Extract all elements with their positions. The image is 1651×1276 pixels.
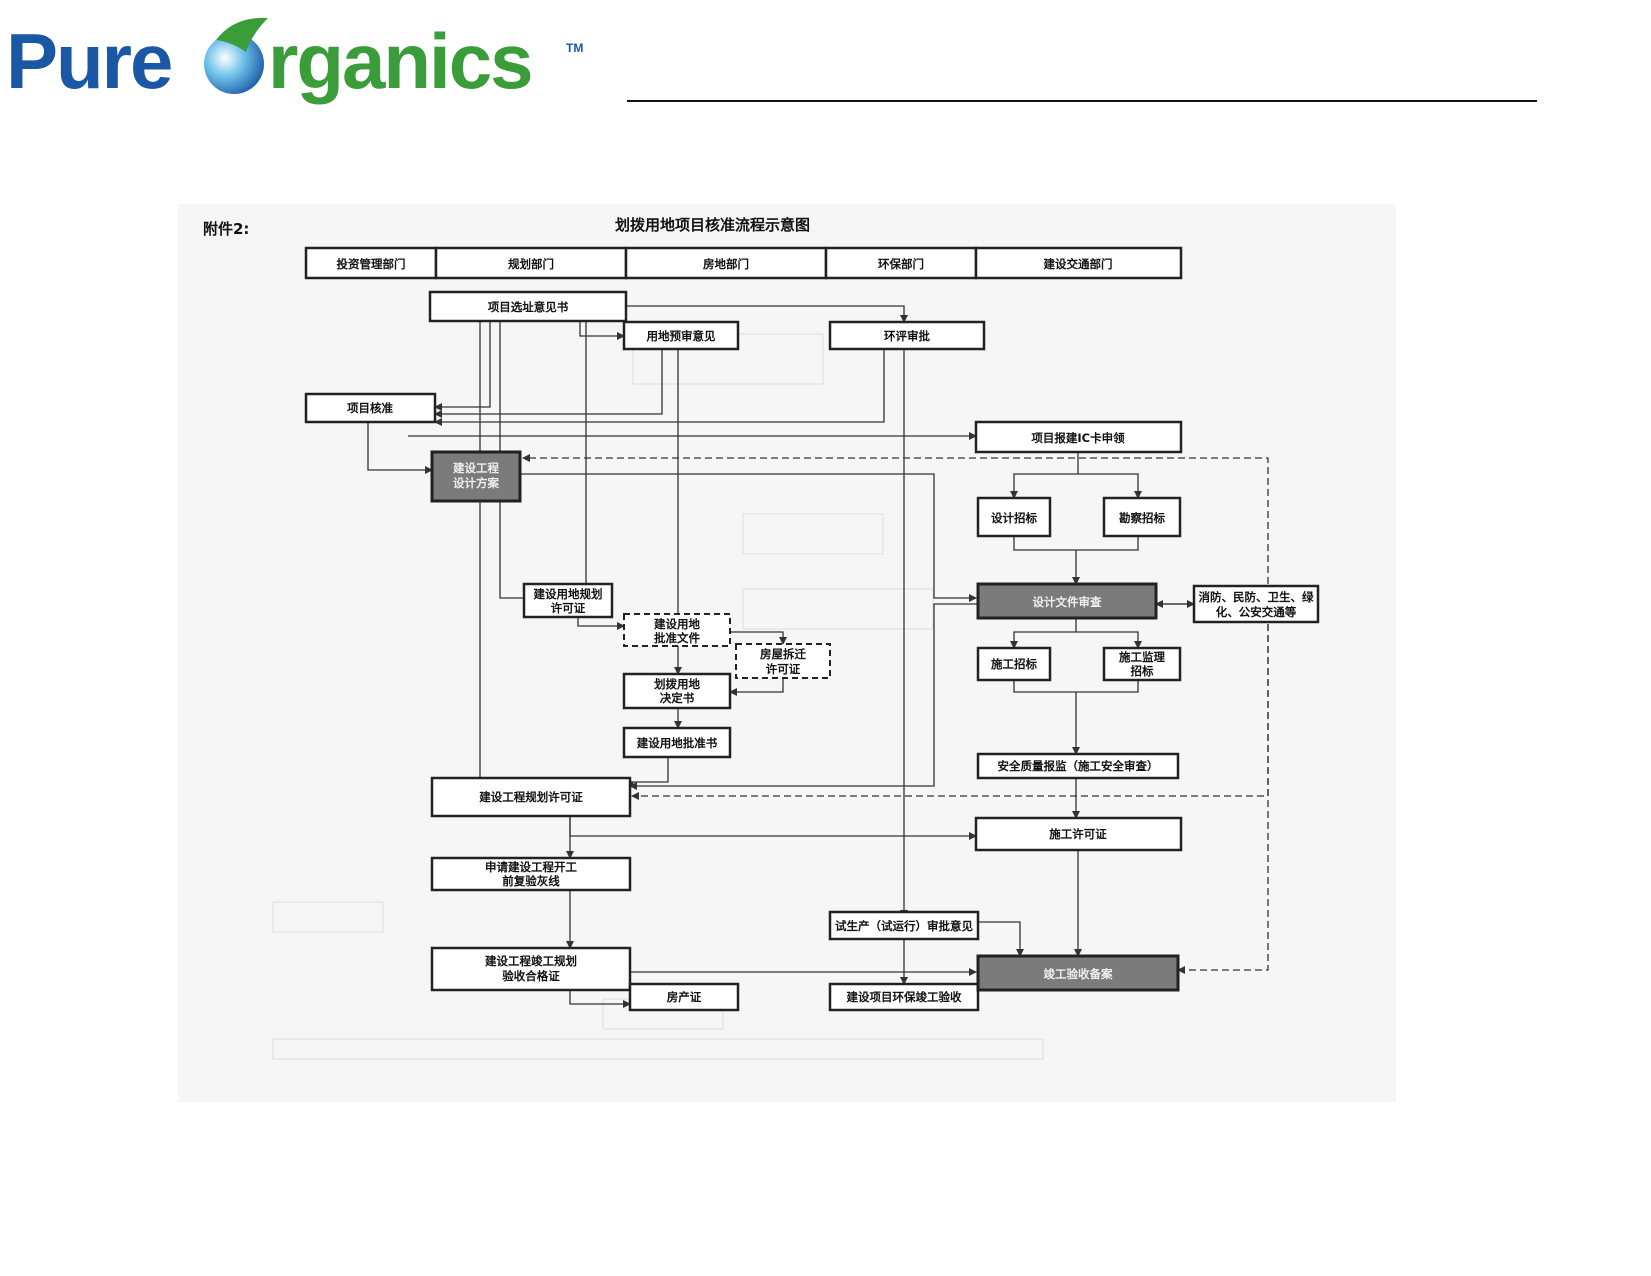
- node-design-scheme: 建设工程 设计方案: [430, 450, 522, 503]
- svg-text:建设用地批准书: 建设用地批准书: [637, 736, 718, 750]
- node-pre-start-check: 申请建设工程开工 前复验灰线: [430, 856, 632, 892]
- svg-text:竣工验收备案: 竣工验收备案: [1044, 967, 1113, 981]
- svg-text:试生产（试运行）审批意见: 试生产（试运行）审批意见: [835, 919, 973, 933]
- node-survey-bidding: 勘察招标: [1102, 496, 1182, 538]
- svg-text:建设用地: 建设用地: [654, 617, 700, 631]
- svg-text:划拨用地: 划拨用地: [654, 677, 700, 691]
- diagram-title: 划拨用地项目核准流程示意图: [615, 216, 810, 234]
- flow-edges: [367, 305, 1269, 1008]
- node-design-doc-review: 设计文件审查: [976, 582, 1158, 620]
- node-safety-quality: 安全质量报监（施工安全审查）: [976, 752, 1180, 780]
- node-ic-card: 项目报建IC卡申领: [974, 420, 1183, 454]
- svg-text:房产证: 房产证: [667, 990, 702, 1004]
- svg-text:环评审批: 环评审批: [884, 329, 930, 343]
- node-land-approval-doc: 建设用地 批准文件: [623, 613, 731, 647]
- svg-text:施工监理: 施工监理: [1119, 650, 1165, 664]
- node-land-pre-review: 用地预审意见: [622, 320, 740, 351]
- node-completion-planning: 建设工程竣工规划 验收合格证: [430, 946, 632, 992]
- svg-text:勘察招标: 勘察招标: [1119, 511, 1165, 525]
- node-env-completion: 建设项目环保竣工验收: [828, 982, 980, 1012]
- department-header: 投资管理部门 规划部门 房地部门 环保部门 建设交通部门: [304, 246, 1183, 280]
- svg-text:化、公安交通等: 化、公安交通等: [1216, 605, 1297, 619]
- node-completion-filing: 竣工验收备案: [976, 954, 1180, 992]
- svg-text:建设工程: 建设工程: [453, 461, 499, 475]
- node-site-opinion: 项目选址意见书: [428, 290, 628, 323]
- svg-text:建设项目环保竣工验收: 建设项目环保竣工验收: [847, 990, 962, 1004]
- svg-text:招标: 招标: [1131, 664, 1154, 678]
- node-allocation-decision: 划拨用地 决定书: [622, 672, 732, 710]
- dept-housing-land: 房地部门: [703, 257, 749, 271]
- svg-text:安全质量报监（施工安全审查）: 安全质量报监（施工安全审查）: [998, 759, 1159, 773]
- node-land-approval-letter: 建设用地批准书: [622, 726, 732, 759]
- svg-text:前复验灰线: 前复验灰线: [502, 874, 560, 888]
- logo-text-organics: rganics: [268, 17, 531, 105]
- node-supervision-bidding: 施工监理 招标: [1102, 646, 1182, 682]
- node-eia-approval: 环评审批: [828, 320, 986, 351]
- svg-text:施工许可证: 施工许可证: [1049, 827, 1107, 841]
- header-rule: [627, 100, 1537, 102]
- svg-text:建设工程竣工规划: 建设工程竣工规划: [485, 954, 577, 968]
- svg-text:项目核准: 项目核准: [347, 401, 393, 415]
- svg-text:用地预审意见: 用地预审意见: [646, 329, 716, 343]
- svg-text:申请建设工程开工: 申请建设工程开工: [485, 860, 577, 874]
- dept-environment: 环保部门: [878, 257, 924, 271]
- svg-text:施工招标: 施工招标: [991, 657, 1037, 671]
- node-project-approval: 项目核准: [304, 392, 437, 424]
- node-design-bidding: 设计招标: [976, 496, 1052, 538]
- svg-text:建设工程规划许可证: 建设工程规划许可证: [479, 790, 583, 804]
- svg-text:设计方案: 设计方案: [453, 476, 499, 490]
- scanned-flowchart: 附件2: 划拨用地项目核准流程示意图 投资管理部门 规划部门 房地部门 环保部门…: [178, 204, 1396, 1102]
- svg-text:决定书: 决定书: [660, 691, 695, 705]
- svg-text:消防、民防、卫生、绿: 消防、民防、卫生、绿: [1199, 590, 1314, 604]
- pureorganics-logo: Pure rganics TM: [6, 17, 583, 105]
- svg-text:设计招标: 设计招标: [991, 511, 1037, 525]
- svg-text:项目报建IC卡申领: 项目报建IC卡申领: [1031, 431, 1125, 445]
- svg-text:批准文件: 批准文件: [654, 631, 700, 645]
- svg-text:验收合格证: 验收合格证: [502, 969, 560, 983]
- svg-text:许可证: 许可证: [766, 662, 801, 676]
- svg-text:许可证: 许可证: [551, 601, 586, 615]
- node-construction-permit: 施工许可证: [974, 816, 1183, 852]
- node-construction-bidding: 施工招标: [976, 646, 1052, 682]
- attachment-label: 附件2:: [203, 220, 249, 238]
- svg-text:设计文件审查: 设计文件审查: [1033, 595, 1102, 609]
- node-property-cert: 房产证: [628, 982, 740, 1012]
- svg-text:房屋拆迁: 房屋拆迁: [760, 647, 806, 661]
- node-trial-production: 试生产（试运行）审批意见: [828, 910, 980, 941]
- node-land-planning-permit: 建设用地规划 许可证: [522, 582, 614, 619]
- water-drop-icon: [204, 17, 268, 94]
- node-demolition-permit: 房屋拆迁 许可证: [735, 643, 831, 679]
- dept-construction-transport: 建设交通部门: [1044, 257, 1113, 271]
- svg-text:建设用地规划: 建设用地规划: [534, 587, 603, 601]
- node-fire-civil-defense: 消防、民防、卫生、绿 化、公安交通等: [1192, 584, 1320, 624]
- approval-flowchart: 附件2: 划拨用地项目核准流程示意图 投资管理部门 规划部门 房地部门 环保部门…: [203, 216, 1320, 1060]
- trademark-symbol: TM: [566, 41, 583, 55]
- dept-planning: 规划部门: [508, 257, 554, 271]
- dept-investment: 投资管理部门: [337, 257, 406, 271]
- logo-text-pure: Pure: [6, 17, 171, 105]
- node-engineering-planning-permit: 建设工程规划许可证: [430, 776, 632, 818]
- svg-text:项目选址意见书: 项目选址意见书: [488, 300, 569, 314]
